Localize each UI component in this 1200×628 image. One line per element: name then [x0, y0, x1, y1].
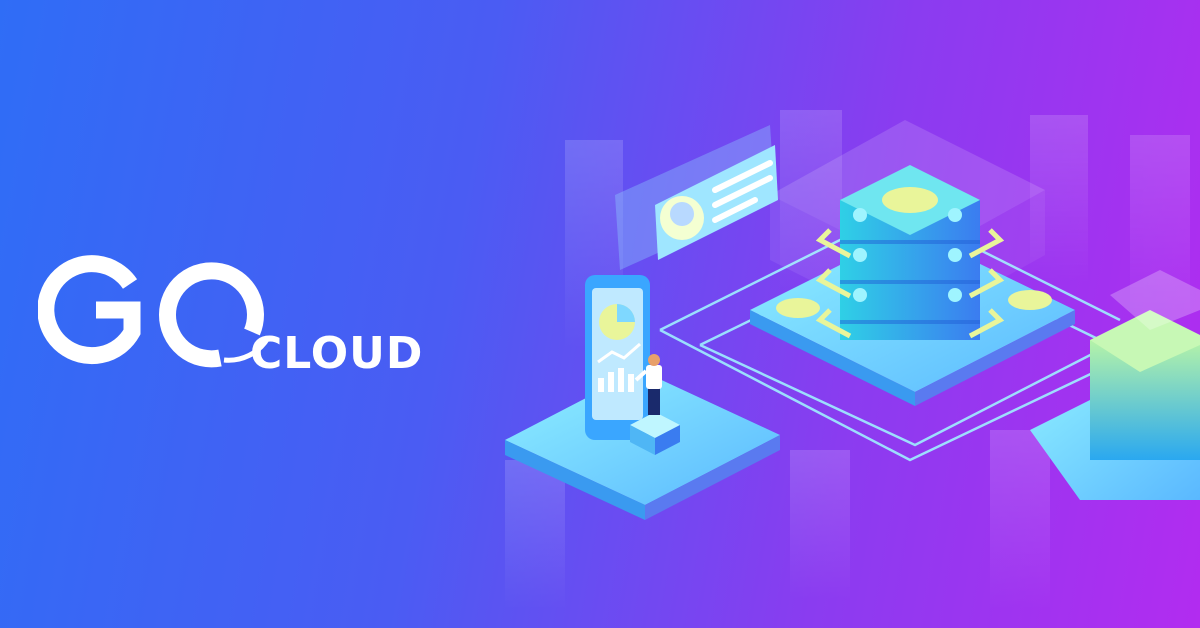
person-figure-icon	[630, 354, 680, 455]
bar-chart-icon	[598, 368, 634, 392]
logo-cloud-text: CLOUD	[250, 328, 424, 379]
go-cloud-logo: CLOUD	[38, 248, 422, 378]
smartphone-icon	[585, 275, 650, 440]
user-profile-card-icon	[615, 125, 778, 270]
pie-chart-icon	[599, 304, 635, 340]
server-platform	[750, 230, 1075, 406]
go-logo-mark	[38, 255, 271, 368]
server-rack-icon	[815, 165, 1005, 340]
data-block-icon	[1030, 270, 1200, 500]
background-pillars	[505, 110, 1190, 610]
